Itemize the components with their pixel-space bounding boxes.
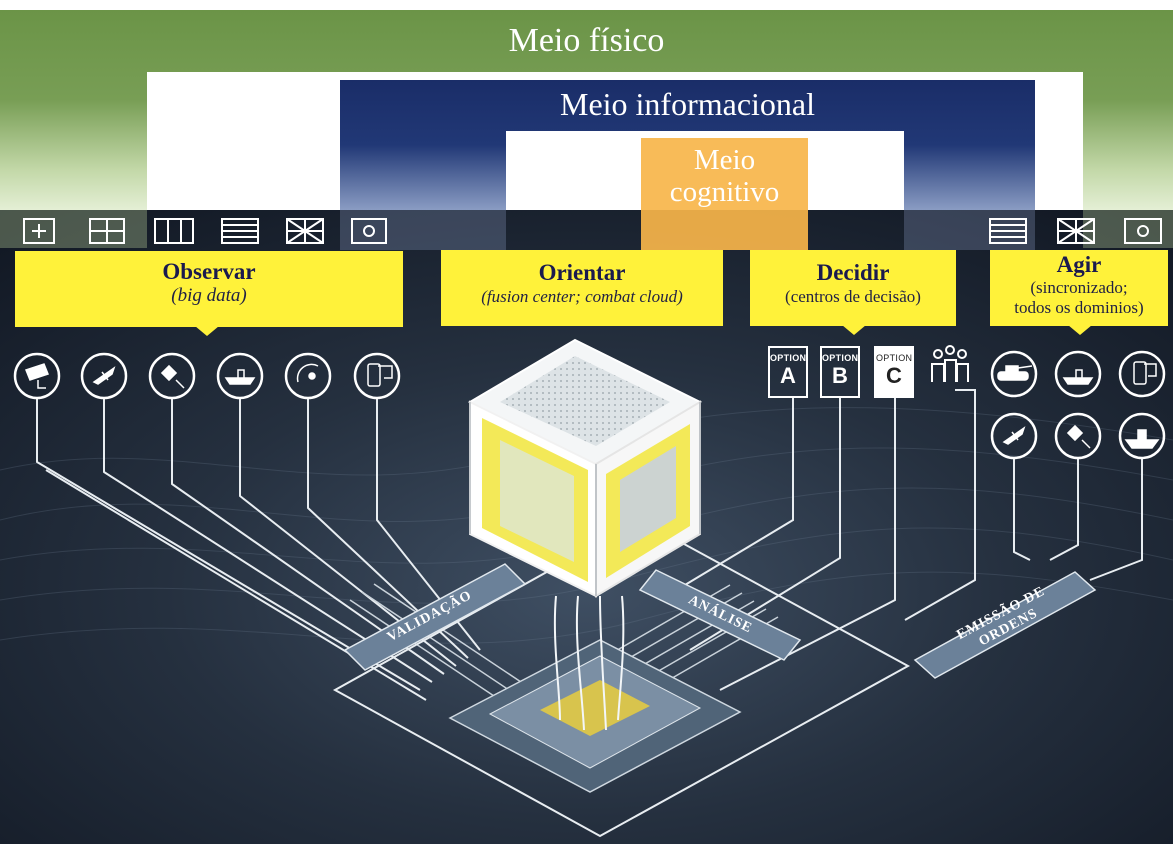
cognitive-domain-band <box>641 138 808 250</box>
effector-icon-grid <box>990 350 1166 460</box>
sensor-glyphs <box>25 363 393 389</box>
action-connectors <box>1013 458 1143 581</box>
option-b-word: OPTION <box>822 353 859 363</box>
base-outline <box>332 518 911 838</box>
orientar-title: Orientar <box>538 260 626 285</box>
observar-subtitle: (big data) <box>171 285 247 306</box>
agir-box: Agir (sincronizado; todos os dominios) <box>990 250 1168 326</box>
left-icon-strip <box>23 218 387 244</box>
option-a-letter: A <box>780 363 796 388</box>
agir-title: Agir <box>1056 252 1102 277</box>
sensor-connectors <box>36 398 481 701</box>
option-c-word: OPTION <box>876 353 913 363</box>
agir-subtitle-2: todos os dominios) <box>1014 298 1144 317</box>
orientar-subtitle: (fusion center; combat cloud) <box>481 287 683 306</box>
cognitive-domain-label: Meio cognitivo <box>669 144 780 208</box>
fusion-center-cube <box>467 338 703 598</box>
option-b-card: OPTION B <box>820 346 860 398</box>
physical-domain-label: Meio físico <box>508 22 665 59</box>
decidir-subtitle: (centros de decisão) <box>785 287 921 306</box>
option-a-card: OPTION A <box>768 346 808 398</box>
emissao-ribbon-shape <box>913 571 1097 679</box>
validacao-ribbon-shape <box>343 563 527 671</box>
analise-ribbon-shape <box>638 569 802 661</box>
observar-pointer <box>195 326 219 336</box>
decidir-box: Decidir (centros de decisão) <box>750 250 956 326</box>
observar-box: Observar (big data) <box>15 251 403 327</box>
agir-pointer <box>1068 325 1092 335</box>
sensor-icon-row <box>13 352 401 400</box>
orientar-box: Orientar (fusion center; combat cloud) <box>441 250 723 326</box>
processor-chip <box>448 595 742 793</box>
team-icon <box>931 345 969 382</box>
informational-domain-label: Meio informacional <box>559 86 816 122</box>
effector-glyphs <box>997 361 1160 449</box>
observar-title: Observar <box>162 259 256 284</box>
option-c-letter: C <box>886 363 902 388</box>
agir-subtitle-1: (sincronizado; <box>1030 278 1128 297</box>
decidir-title: Decidir <box>816 260 890 285</box>
right-icon-strip <box>989 218 1162 244</box>
option-c-card: OPTION C <box>874 346 914 398</box>
option-a-word: OPTION <box>770 353 807 363</box>
option-b-letter: B <box>832 363 848 388</box>
decidir-pointer <box>842 325 866 335</box>
